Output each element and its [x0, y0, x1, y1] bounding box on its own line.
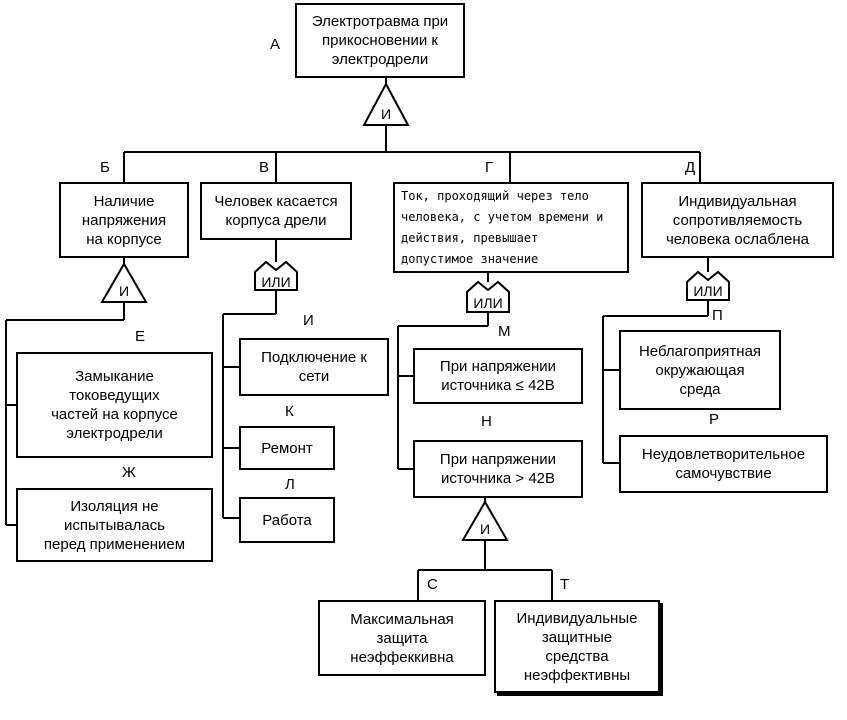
and-gate-a: [362, 81, 410, 126]
node-i-letter: И: [303, 312, 314, 329]
node-d-box: Индивидуальная сопротивляемость человека…: [641, 182, 834, 258]
node-r-box: Неудовлетворительное самочувствие: [619, 435, 828, 493]
node-g-letter: Г: [485, 159, 494, 176]
node-m-letter: М: [498, 323, 511, 340]
node-zh-box: Изоляция не испытывалась перед применени…: [16, 488, 213, 562]
and-gate-b-label: И: [118, 283, 130, 299]
node-e-letter: Е: [135, 328, 146, 345]
node-b-letter: Б: [100, 159, 110, 176]
and-gate-n-label: И: [479, 521, 491, 537]
node-i-box: Подключение к сети: [239, 338, 389, 396]
and-gate-a-label: И: [380, 106, 392, 122]
node-l-letter: Л: [285, 476, 295, 493]
node-zh-letter: Ж: [122, 464, 136, 481]
node-g-box: Ток, проходящий через тело человека, с у…: [393, 182, 629, 273]
or-gate-v-label: ИЛИ: [261, 274, 291, 290]
node-v-letter: В: [259, 159, 270, 176]
node-p-box: Неблагоприятная окружающая среда: [619, 330, 781, 410]
and-gate-n: [461, 500, 509, 541]
node-d-letter: Д: [685, 159, 696, 176]
or-gate-d: [686, 270, 730, 301]
node-l-box: Работа: [239, 497, 335, 543]
node-a-letter: А: [270, 36, 281, 53]
node-t-box: Индивидуальные защитные средства неэффек…: [494, 600, 660, 693]
connector-lines: [5, 78, 709, 600]
node-a-box: Электротравма при прикосновении к электр…: [295, 3, 465, 78]
and-gate-b: [100, 262, 148, 303]
node-e-box: Замыкание токоведущих частей на корпусе …: [16, 352, 213, 458]
or-gate-v: [254, 260, 298, 291]
node-b-box: Наличие напряжения на корпусе: [59, 182, 189, 258]
node-s-letter: С: [427, 576, 438, 593]
node-m-box: При напряжении источника ≤ 42В: [413, 348, 583, 404]
node-r-letter: Р: [709, 411, 720, 428]
node-v-box: Человек касается корпуса дрели: [200, 182, 352, 240]
node-s-box: Максимальная защита неэффеккивна: [318, 600, 486, 676]
node-n-letter: Н: [481, 413, 492, 430]
or-gate-g-label: ИЛИ: [473, 295, 503, 311]
node-k-letter: К: [285, 403, 294, 420]
or-gate-d-label: ИЛИ: [693, 283, 723, 299]
or-gate-g: [466, 280, 510, 313]
node-n-box: При напряжении источника > 42В: [413, 440, 583, 498]
node-k-box: Ремонт: [239, 426, 335, 470]
node-t-letter: Т: [560, 576, 570, 593]
node-p-letter: П: [712, 307, 723, 324]
